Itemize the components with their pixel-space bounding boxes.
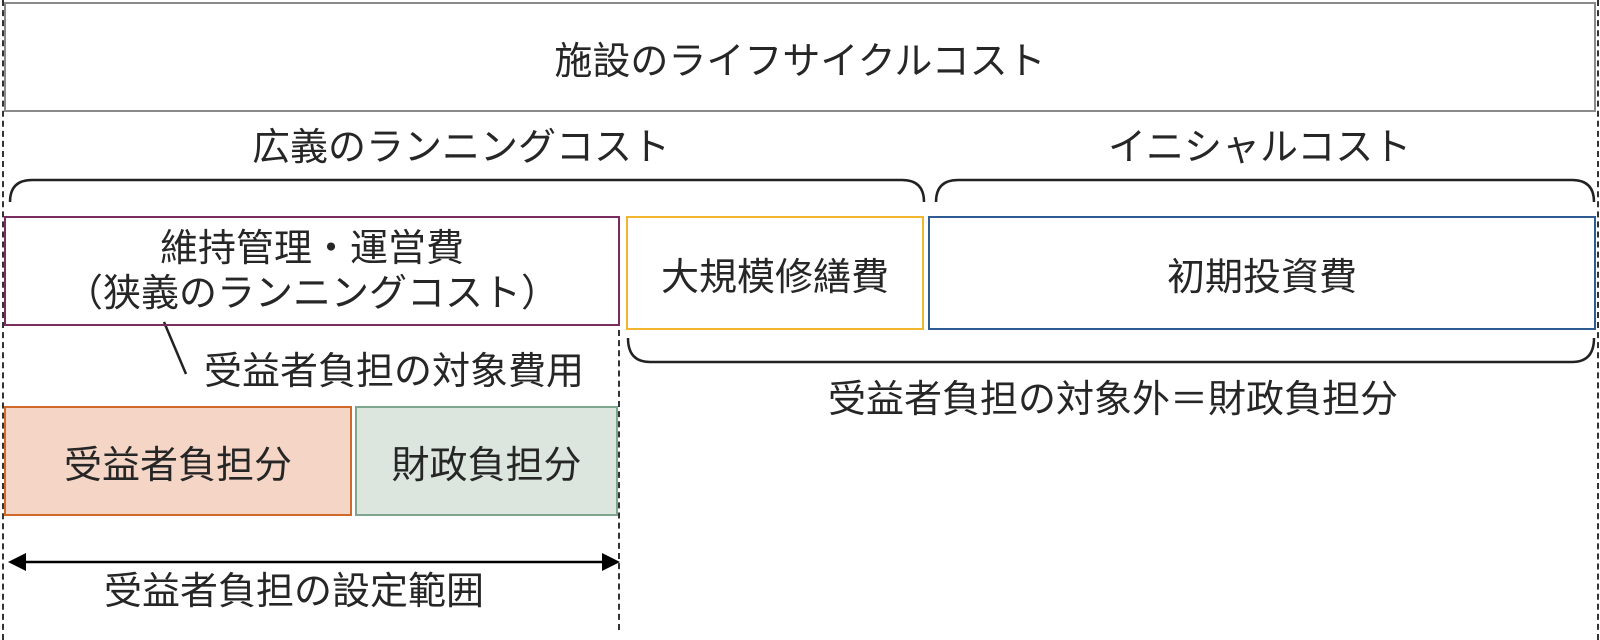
right-dashed-guide [1597, 0, 1599, 640]
broad-running-cost-brace [8, 178, 926, 203]
range-arrow-left-head [8, 553, 26, 571]
callout-line [162, 321, 188, 375]
fiscal-share-box: 財政負担分 [355, 406, 618, 516]
maintenance-cost-box: 維持管理・運営費 （狭義のランニングコスト） [4, 216, 620, 326]
initial-investment-box: 初期投資費 [928, 216, 1596, 330]
beneficiary-target-cost-label: 受益者負担の対象費用 [204, 349, 585, 393]
left-dashed-guide [2, 0, 4, 640]
excluded-cost-brace [626, 337, 1596, 364]
initial-cost-label: イニシャルコスト [1108, 125, 1412, 169]
major-repair-cost-box: 大規模修繕費 [626, 216, 924, 330]
maintenance-cost-label: 維持管理・運営費 [159, 226, 464, 271]
narrow-running-cost-label: （狭義のランニングコスト） [64, 271, 559, 315]
fiscal-share-label: 財政負担分 [391, 442, 582, 487]
beneficiary-share-label: 受益者負担分 [63, 442, 292, 487]
initial-cost-brace [934, 178, 1596, 203]
lifecycle-cost-title-box: 施設のライフサイクルコスト [4, 2, 1596, 112]
lifecycle-cost-title: 施設のライフサイクルコスト [554, 38, 1046, 83]
excluded-fiscal-share-label: 受益者負担の対象外＝財政負担分 [828, 377, 1399, 421]
initial-investment-label: 初期投資費 [1166, 254, 1357, 299]
major-repair-cost-label: 大規模修繕費 [660, 254, 889, 299]
range-arrow-right-head [602, 553, 620, 571]
beneficiary-range-label: 受益者負担の設定範囲 [104, 569, 485, 613]
middle-dashed-guide [618, 330, 620, 630]
beneficiary-share-box: 受益者負担分 [4, 406, 352, 516]
broad-running-cost-label: 広義のランニングコスト [252, 125, 671, 169]
